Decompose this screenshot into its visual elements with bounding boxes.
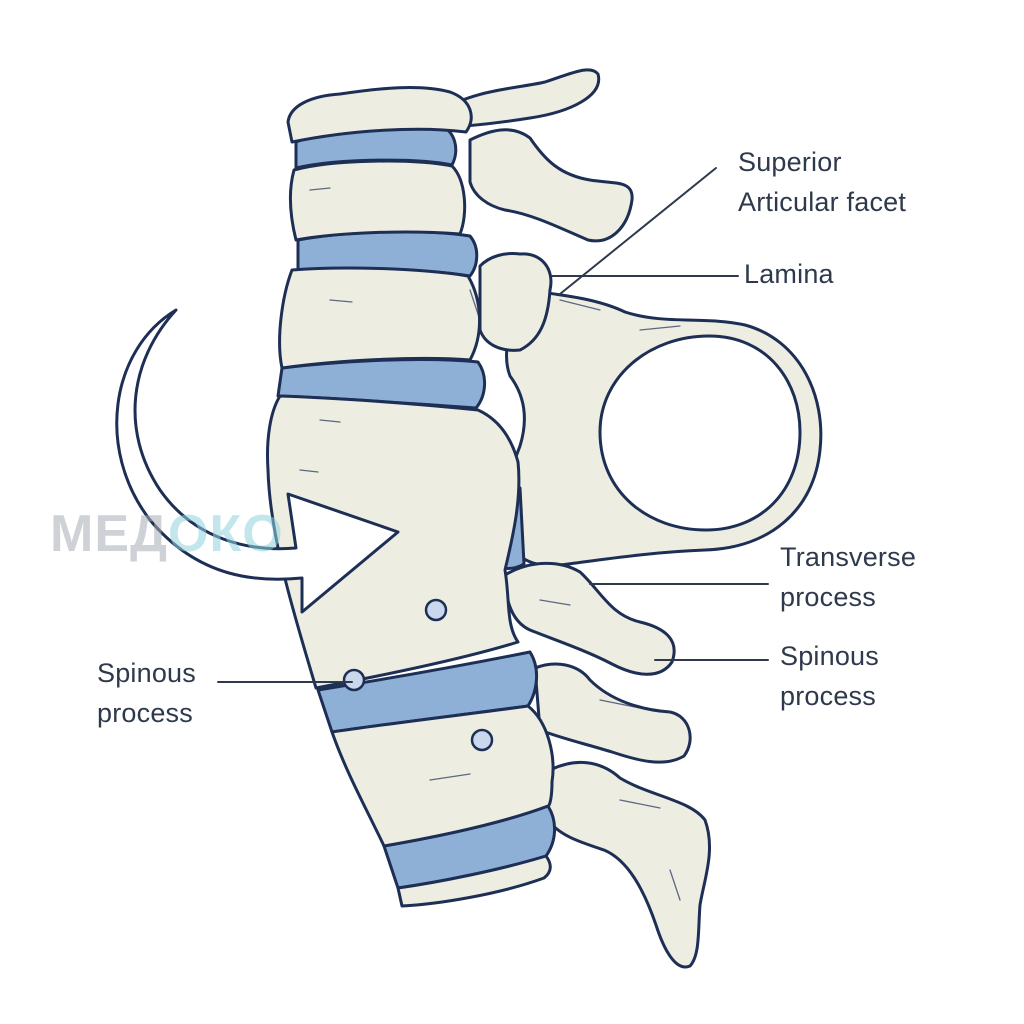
label-line: Transverse (780, 542, 917, 572)
dot-3 (470, 728, 494, 752)
top-vertebra (286, 86, 473, 144)
vertebra-6 (396, 854, 552, 908)
label-line: Lamina (744, 259, 834, 289)
label-line: process (97, 698, 193, 728)
transverse-process (503, 561, 676, 676)
surface-dots (342, 598, 494, 752)
watermark-part-a: МЕД (50, 505, 169, 563)
leader-lines (217, 167, 769, 683)
leader-superior-facet (559, 167, 717, 295)
label-superior-articular-facet: Superior Articular facet (738, 142, 906, 222)
vertebral-arch-ring (503, 290, 823, 567)
label-spinous-process-left: Spinous process (97, 653, 196, 733)
upper-articular-process (468, 128, 634, 243)
rotation-arrow (115, 308, 400, 614)
main-vertebra (266, 394, 521, 690)
label-line: Articular facet (738, 187, 907, 217)
lower-spinous-process (533, 662, 692, 764)
posterior-processes (438, 68, 823, 969)
sacral-tail (546, 760, 712, 969)
label-lamina: Lamina (744, 254, 834, 294)
vertebral-bodies (266, 86, 555, 908)
dot-1 (424, 598, 448, 622)
label-line: process (780, 681, 876, 711)
top-spinous-process (438, 68, 601, 130)
label-line: process (780, 582, 876, 612)
label-line: Superior (738, 147, 842, 177)
lamina-process (478, 252, 553, 352)
vertebra-3 (278, 266, 481, 370)
watermark: МЕДОКО (50, 504, 284, 564)
vertebra-2 (288, 159, 467, 242)
texture-lines (299, 187, 681, 901)
dot-2 (342, 668, 366, 692)
label-spinous-process-right: Spinous process (780, 636, 879, 716)
watermark-part-b: ОКО (168, 505, 284, 563)
label-transverse-process: Transverse process (780, 537, 916, 617)
label-line: Spinous (780, 641, 879, 671)
vertebra-5 (330, 704, 555, 848)
label-line: Spinous (97, 658, 196, 688)
